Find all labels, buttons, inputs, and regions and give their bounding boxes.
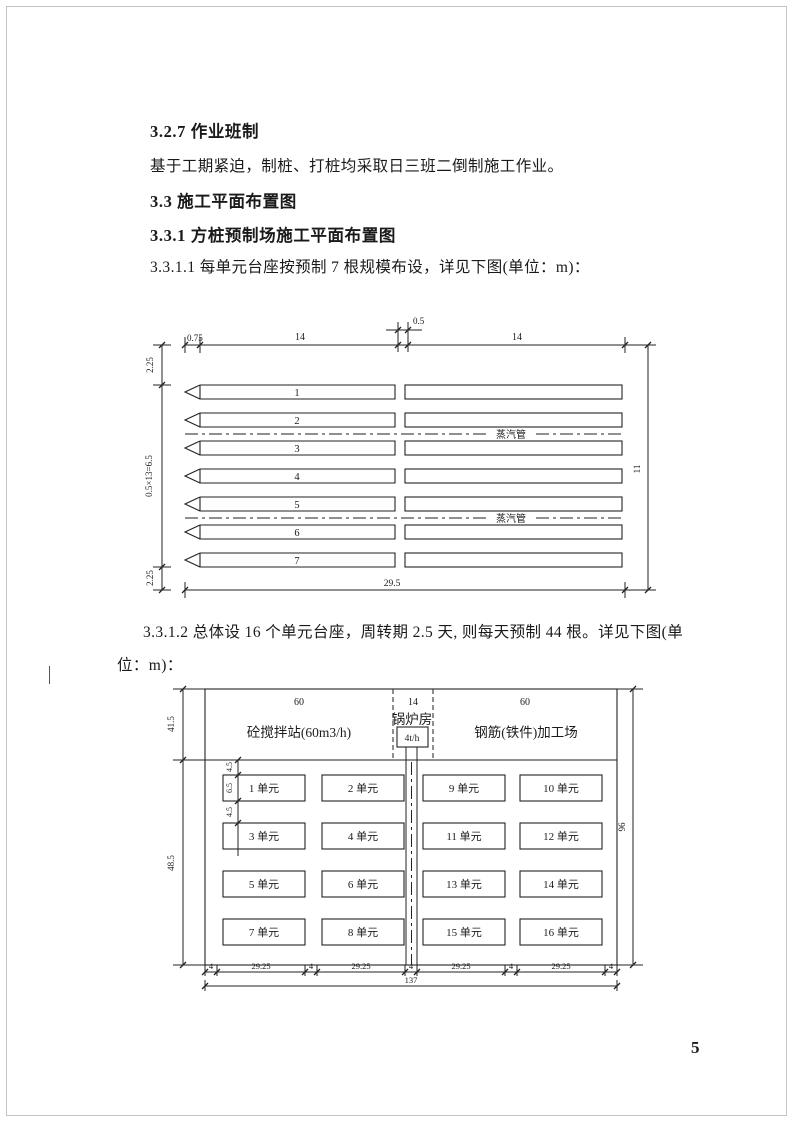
svg-text:1 单元: 1 单元 — [249, 782, 279, 795]
boiler-boundary-dashed — [392, 689, 434, 760]
para-327: 基于工期紧迫，制桩、打桩均采取日三班二倒制施工作业。 — [150, 158, 564, 175]
dim-label-right: 11 — [632, 465, 642, 474]
pile-bed-diagram: 0.75 14 0.5 14 2.25 0.5×13=6.5 2.25 11 2… — [144, 316, 656, 598]
boiler-house-label: 锅炉房 — [392, 712, 433, 727]
unit-box: 2 单元 — [321, 774, 405, 802]
svg-text:3 单元: 3 单元 — [249, 830, 279, 843]
pile-number: 1 — [294, 388, 299, 399]
unit-box: 1 单元 — [222, 774, 306, 802]
svg-text:11 单元: 11 单元 — [446, 830, 481, 843]
dim-label-span2: 14 — [512, 332, 522, 343]
dim-label-margin: 4 — [409, 961, 414, 971]
steam-pipe-label: 蒸汽管 — [496, 428, 526, 441]
dim-label-left-mid: 0.5×13=6.5 — [144, 455, 154, 497]
svg-text:8 单元: 8 单元 — [348, 926, 378, 939]
dim-label-075: 0.75 — [187, 333, 203, 343]
dim-ticks — [158, 326, 652, 594]
unit-box: 3 单元 — [222, 822, 306, 850]
svg-text:13 单元: 13 单元 — [446, 878, 482, 891]
heading-331: 3.3.1 方桩预制场施工平面布置图 — [150, 226, 396, 245]
dim-label-41-5: 41.5 — [166, 716, 176, 732]
unit-box: 12 单元 — [519, 822, 603, 850]
svg-text:15 单元: 15 单元 — [446, 926, 482, 939]
dim-label-unit-mid: 6.5 — [225, 783, 234, 793]
svg-text:10 单元: 10 单元 — [543, 782, 579, 795]
rebar-yard-label: 钢筋(铁件)加工场 — [474, 724, 578, 740]
svg-text:16 单元: 16 单元 — [543, 926, 579, 939]
revision-mark — [49, 666, 50, 684]
mixer-station-label: 砼搅拌站(60m3/h) — [247, 725, 351, 740]
dim-label-unit-bottom: 4.5 — [225, 807, 234, 817]
dim-label-bay: 29.25 — [351, 961, 370, 971]
pile-row-2: 2 — [183, 412, 396, 428]
unit-box: 7 单元 — [222, 918, 306, 946]
heading-33: 3.3 施工平面布置图 — [150, 192, 297, 211]
svg-text:7 单元: 7 单元 — [249, 926, 279, 939]
dim-label-margin: 4 — [609, 961, 614, 971]
svg-text:9 单元: 9 单元 — [449, 782, 479, 795]
pile-number: 3 — [294, 444, 299, 455]
steam-pipe-label: 蒸汽管 — [496, 512, 526, 525]
boiler-rate-label: 4t/h — [405, 734, 420, 744]
dim-label-margin: 4 — [509, 961, 514, 971]
dim-label-60-left: 60 — [294, 697, 304, 708]
steam-pipe-line-2: 蒸汽管 — [185, 512, 622, 525]
dim-label-left-bottom: 2.25 — [145, 570, 155, 586]
dim-label-bay: 29.25 — [251, 961, 270, 971]
para-3312-line1: 3.3.1.2 总体设 16 个单元台座，周转期 2.5 天, 则每天预制 44… — [143, 624, 684, 641]
pile-number: 4 — [294, 472, 300, 483]
boiler-box — [396, 726, 429, 748]
dim-label-margin: 4 — [309, 961, 314, 971]
pile-row-6: 6 — [183, 524, 396, 540]
svg-text:6 单元: 6 单元 — [348, 878, 378, 891]
dim-label-gap: 0.5 — [413, 316, 425, 326]
unit-box: 15 单元 — [422, 918, 506, 946]
unit-box: 5 单元 — [222, 870, 306, 898]
dim-label-48-5: 48.5 — [166, 855, 176, 871]
unit-box: 9 单元 — [422, 774, 506, 802]
svg-text:4 单元: 4 单元 — [348, 830, 378, 843]
unit-box: 14 单元 — [519, 870, 603, 898]
unit-box: 13 单元 — [422, 870, 506, 898]
right-bed-rects — [404, 384, 623, 568]
pile-row-4: 4 — [183, 468, 396, 484]
para-3311: 3.3.1.1 每单元台座按预制 7 根规模布设，详见下图(单位：m)： — [150, 259, 590, 276]
pile-row-3: 3 — [183, 440, 396, 456]
dim-label-bottom: 29.5 — [384, 579, 401, 589]
dim-label-96: 96 — [617, 822, 627, 832]
yard-layout-diagram: 60 14 60 砼搅拌站(60m3/h) 锅炉房 4t/h 钢筋(铁件)加工场… — [166, 685, 643, 991]
pile-number: 2 — [294, 416, 299, 427]
steam-pipe-corridor — [405, 747, 418, 965]
pile-row-7: 7 — [183, 552, 396, 568]
unit-box: 8 单元 — [321, 918, 405, 946]
svg-text:12 单元: 12 单元 — [543, 830, 579, 843]
dim-label-60-right: 60 — [520, 697, 530, 708]
pile-number: 6 — [294, 528, 299, 539]
unit-box: 4 单元 — [321, 822, 405, 850]
pile-number: 7 — [294, 556, 299, 567]
para-3312-line2: 位：m)： — [117, 657, 183, 674]
unit-box: 11 单元 — [422, 822, 506, 850]
heading-327: 3.2.7 作业班制 — [150, 122, 260, 141]
unit-box: 10 单元 — [519, 774, 603, 802]
dim-label-margin: 4 — [209, 961, 214, 971]
dim-label-total: 137 — [405, 975, 418, 985]
steam-pipe-line-1: 蒸汽管 — [185, 428, 622, 441]
dim-label-left-top: 2.25 — [145, 357, 155, 373]
unit-box: 6 单元 — [321, 870, 405, 898]
dim-label-14: 14 — [408, 697, 418, 708]
svg-text:14 单元: 14 单元 — [543, 878, 579, 891]
dim-label-span1: 14 — [295, 332, 305, 343]
unit-box: 16 单元 — [519, 918, 603, 946]
svg-text:5 单元: 5 单元 — [249, 878, 279, 891]
pile-row-5: 5 — [183, 496, 396, 512]
svg-text:2 单元: 2 单元 — [348, 782, 378, 795]
pile-row-1: 1 — [183, 384, 396, 400]
dim-label-unit-top: 4.5 — [225, 762, 234, 772]
page-number: 5 — [691, 1038, 700, 1057]
pile-number: 5 — [294, 500, 299, 511]
dim-label-bay: 29.25 — [451, 961, 470, 971]
dim-label-bay: 29.25 — [551, 961, 570, 971]
